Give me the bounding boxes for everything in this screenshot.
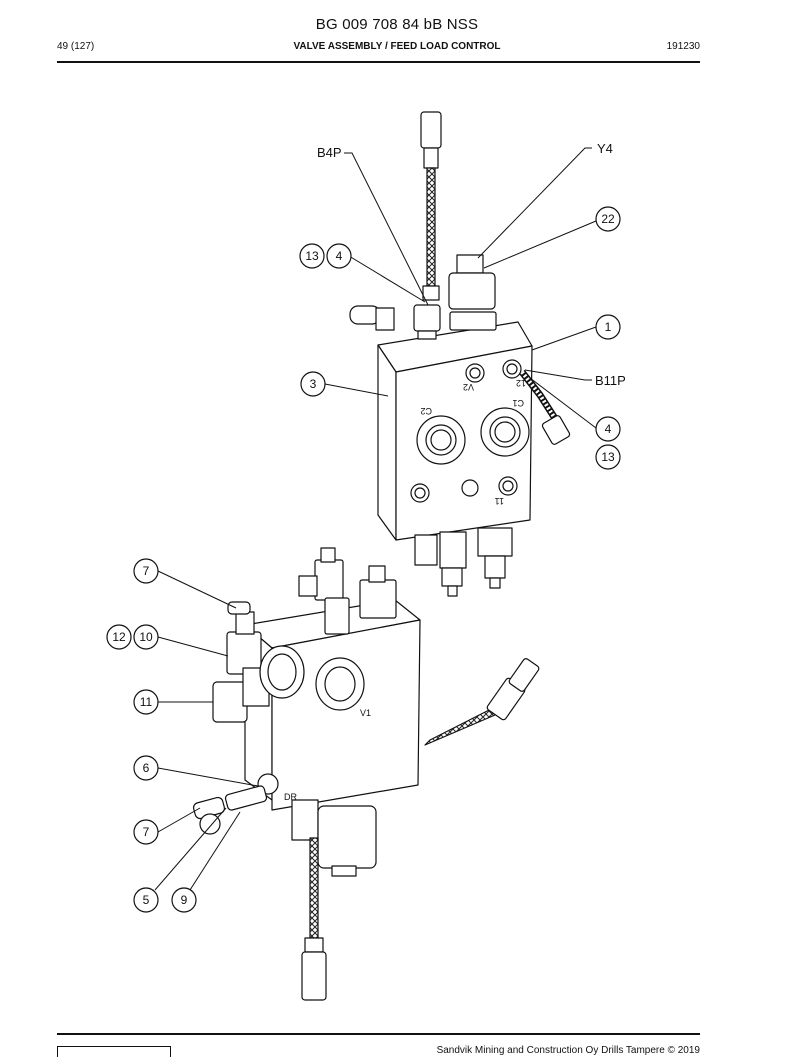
marking-c1: C1 xyxy=(512,398,524,408)
callout-10: 10 xyxy=(139,630,153,644)
callout-4: 4 xyxy=(336,249,343,263)
footer-divider xyxy=(57,1033,700,1035)
callout-3: 3 xyxy=(310,377,317,391)
page-title: VALVE ASSEMBLY / FEED LOAD CONTROL xyxy=(293,41,501,52)
callout-7-lower: 7 xyxy=(143,825,150,839)
marking-11: 11 xyxy=(495,496,504,506)
label-y4: Y4 xyxy=(597,141,613,156)
callout-13-lower: 13 xyxy=(601,450,615,464)
marking-12: 12 xyxy=(516,378,526,388)
document-number: BG 009 708 84 bB NSS xyxy=(315,16,479,33)
document-date: 191230 xyxy=(666,41,700,52)
page-number: 49 (127) xyxy=(57,41,95,52)
callout-7: 7 xyxy=(143,564,150,578)
footer-copyright: Sandvik Mining and Construction Oy Drill… xyxy=(436,1045,700,1056)
callout-9: 9 xyxy=(181,893,188,907)
callout-13: 13 xyxy=(305,249,319,263)
marking-c2: C2 xyxy=(420,406,432,416)
label-b4p: B4P xyxy=(317,145,342,160)
lower-valve-block xyxy=(192,547,540,1001)
callout-6: 6 xyxy=(143,761,150,775)
company-logo xyxy=(57,1046,171,1057)
callout-4-lower: 4 xyxy=(605,422,612,436)
callout-1: 1 xyxy=(605,320,612,334)
marking-v1: V1 xyxy=(360,708,371,718)
marking-v2: V2 xyxy=(463,382,474,392)
callout-12: 12 xyxy=(112,630,126,644)
callout-11: 11 xyxy=(140,695,153,709)
callout-5: 5 xyxy=(143,893,150,907)
upper-valve-block xyxy=(349,111,571,597)
header-divider xyxy=(57,61,700,63)
marking-dr: DR xyxy=(284,792,297,802)
label-b11p: B11P xyxy=(595,373,626,388)
callout-22: 22 xyxy=(601,212,615,226)
